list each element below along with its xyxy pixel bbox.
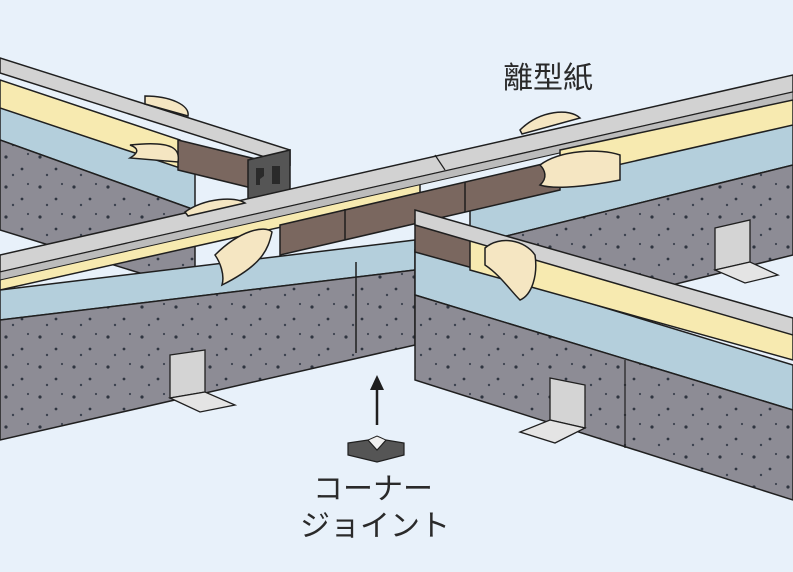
release-paper-main-right: [538, 150, 621, 189]
release-paper-back-left: [127, 142, 180, 163]
angle-bracket-icon: [712, 219, 780, 284]
release-paper-main-left: [214, 228, 273, 287]
main-diagonal-joint: [0, 74, 793, 441]
corner-joint-label-line1: コーナー: [313, 472, 433, 507]
joint-back-left: [0, 57, 291, 201]
angle-bracket-icon: [518, 377, 587, 444]
release-paper-front-right: [484, 239, 537, 301]
release-paper-label: 離型紙: [503, 61, 593, 96]
corner-joint-label-line2: ジョイント: [300, 509, 450, 544]
corner-joint-piece-icon: [347, 435, 405, 463]
arrow-up-icon: [370, 375, 384, 425]
angle-bracket-icon: [167, 349, 238, 413]
